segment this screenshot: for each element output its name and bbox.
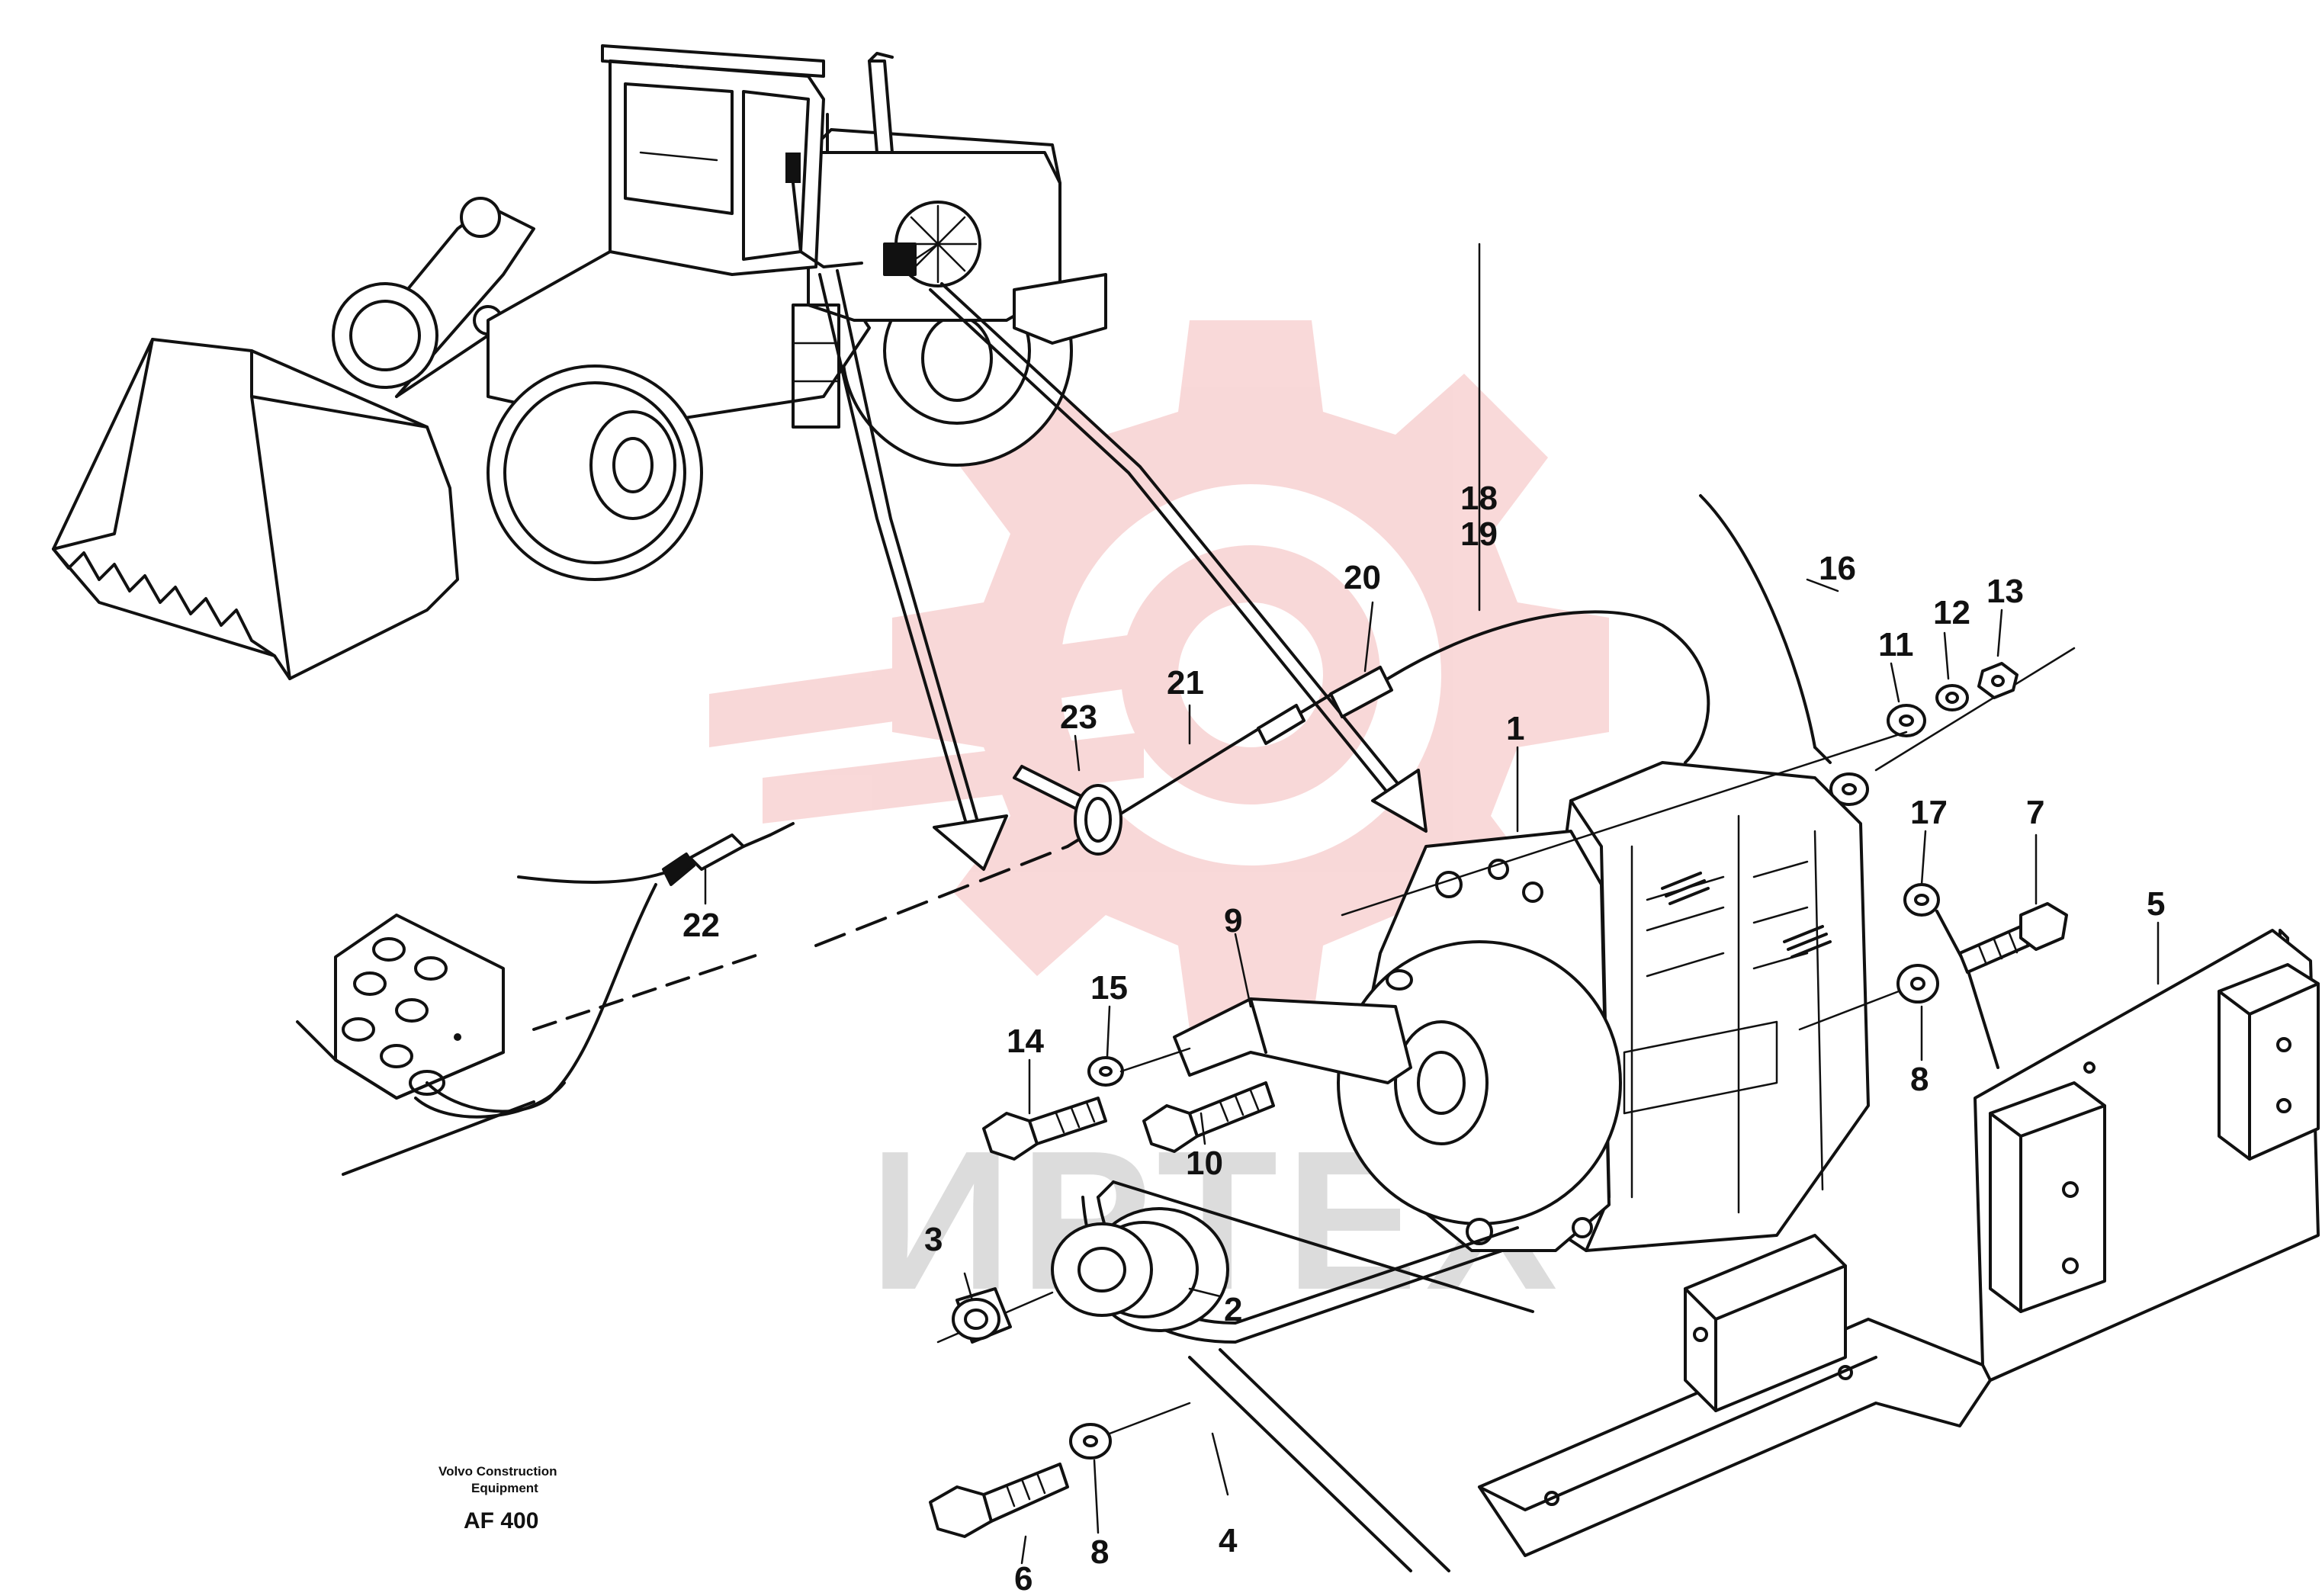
callout-3: 3 (924, 1221, 943, 1258)
sensor-block-assembly (296, 822, 795, 1176)
callout-9: 9 (1224, 902, 1242, 939)
wheel-loader-illustration (52, 44, 1107, 680)
callout-labels: 1 2 3 4 5 6 7 8 8 9 10 11 12 13 14 15 16… (682, 480, 2165, 1596)
bolt-6-washer-8 (929, 1402, 1191, 1538)
caption-brand-sub: Equipment (471, 1481, 538, 1495)
callout-8-bottom: 8 (1090, 1533, 1109, 1571)
callout-19: 19 (1460, 515, 1498, 553)
watermark-gear-logo (709, 320, 1609, 1029)
figure-code: AF 400 (464, 1508, 538, 1533)
bracket-and-bolts (982, 997, 1412, 1161)
callout-5: 5 (2147, 885, 2165, 923)
cable-harness (814, 610, 1710, 947)
callout-21: 21 (1167, 664, 1204, 702)
callout-14: 14 (1007, 1023, 1044, 1060)
callout-6: 6 (1014, 1560, 1033, 1592)
callout-22: 22 (682, 907, 720, 944)
callout-2: 2 (1224, 1291, 1242, 1328)
mounting-plate (1478, 929, 2320, 1557)
alternator (1337, 731, 1908, 1252)
bolt-7-hardware (1798, 883, 2068, 1069)
callout-7: 7 (2026, 794, 2044, 831)
figure-caption: Volvo Construction Equipment AF 400 (438, 1464, 557, 1533)
location-arrows (818, 269, 1428, 871)
cable-16-and-hardware (1699, 494, 2076, 806)
callout-1: 1 (1506, 710, 1524, 747)
callout-8-right: 8 (1910, 1061, 1929, 1098)
callout-10: 10 (1186, 1145, 1223, 1182)
caption-brand: Volvo Construction (438, 1464, 557, 1479)
callout-13: 13 (1986, 573, 2024, 610)
callout-12: 12 (1933, 594, 1970, 631)
callout-11: 11 (1878, 626, 1914, 663)
callout-leaders (704, 242, 2160, 1565)
belt-and-pulley (936, 1180, 1534, 1572)
callout-15: 15 (1090, 969, 1128, 1007)
callout-23: 23 (1060, 698, 1097, 736)
callout-20: 20 (1344, 559, 1381, 596)
callout-16: 16 (1819, 550, 1856, 587)
callout-4: 4 (1219, 1522, 1238, 1559)
callout-18: 18 (1460, 480, 1498, 517)
callout-17: 17 (1910, 794, 1948, 831)
